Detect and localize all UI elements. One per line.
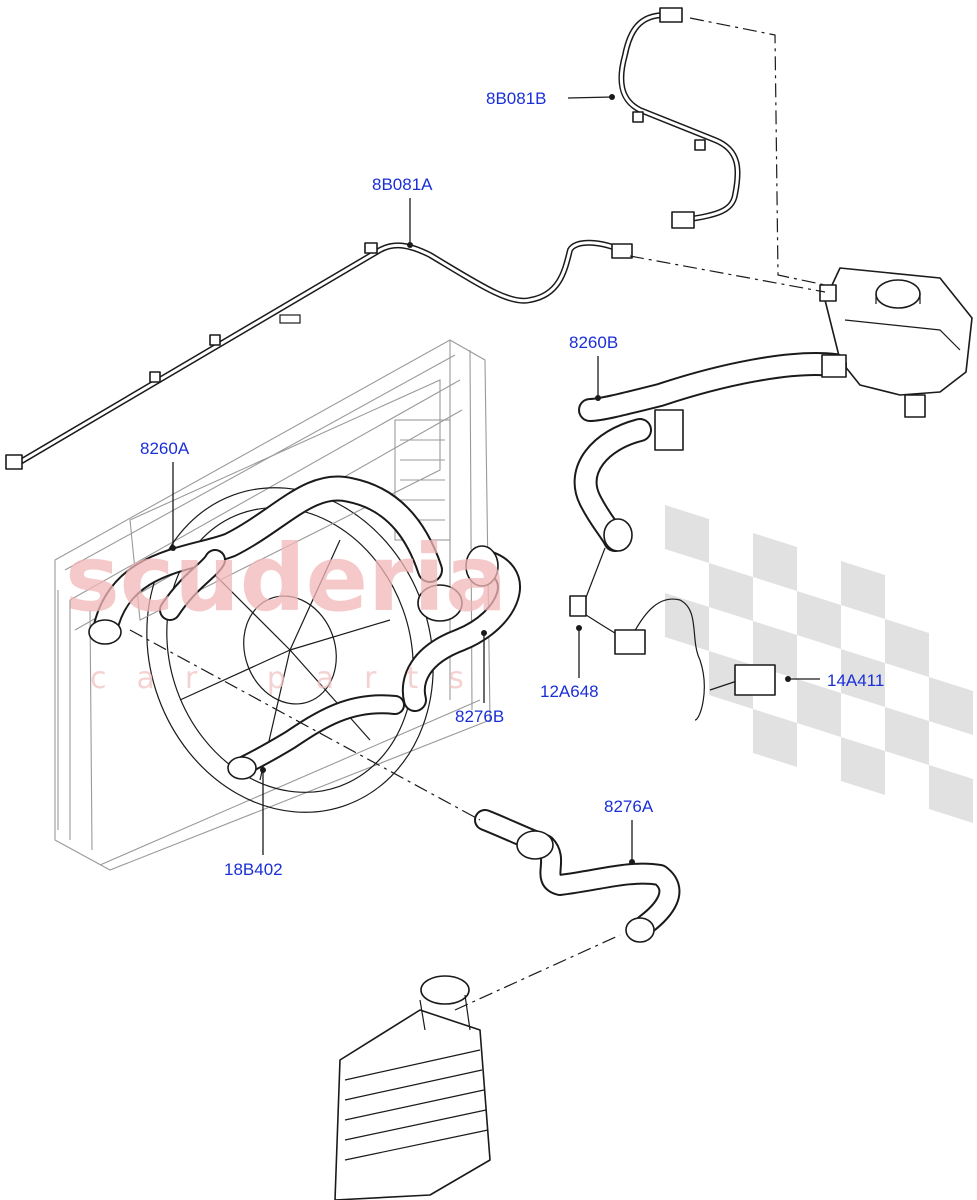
checker-square xyxy=(929,765,973,823)
checker-square xyxy=(797,679,841,737)
label-18B402: 18B402 xyxy=(224,860,283,879)
bleed-tube-8B081A xyxy=(5,239,633,470)
checkered-flag-watermark xyxy=(665,505,973,823)
checker-square xyxy=(753,709,797,767)
leader-lines xyxy=(170,94,820,865)
harness-14A411 xyxy=(585,598,776,721)
watermark-brand: scuderia xyxy=(65,525,507,632)
label-8276B: 8276B xyxy=(455,707,504,726)
checker-square xyxy=(709,563,753,621)
checker-square xyxy=(665,593,709,651)
label-8B081A: 8B081A xyxy=(372,175,433,194)
checker-square xyxy=(841,737,885,795)
expansion-tank xyxy=(819,267,973,418)
hose-8276B xyxy=(227,545,521,780)
sensor-12A648 xyxy=(569,547,606,617)
hose-8276A xyxy=(474,809,681,943)
intercooler xyxy=(334,975,491,1200)
checker-square xyxy=(885,707,929,765)
checker-square xyxy=(841,561,885,619)
watermark-sub: car parts xyxy=(90,661,494,696)
label-8260A: 8260A xyxy=(140,439,190,458)
checker-square xyxy=(841,649,885,707)
hose-8260B xyxy=(573,352,847,552)
bleed-tube-8B081B xyxy=(618,7,741,229)
label-8276A: 8276A xyxy=(604,797,654,816)
label-8260B: 8260B xyxy=(569,333,618,352)
checker-square xyxy=(929,677,973,735)
checker-square xyxy=(665,505,709,563)
alignment-lines xyxy=(129,17,826,1011)
label-14A411: 14A411 xyxy=(827,671,884,690)
checker-square xyxy=(885,619,929,677)
label-12A648: 12A648 xyxy=(540,682,599,701)
hose-8260A xyxy=(88,475,463,645)
checker-square xyxy=(753,533,797,591)
label-8B081B: 8B081B xyxy=(486,89,547,108)
checker-square xyxy=(797,591,841,649)
